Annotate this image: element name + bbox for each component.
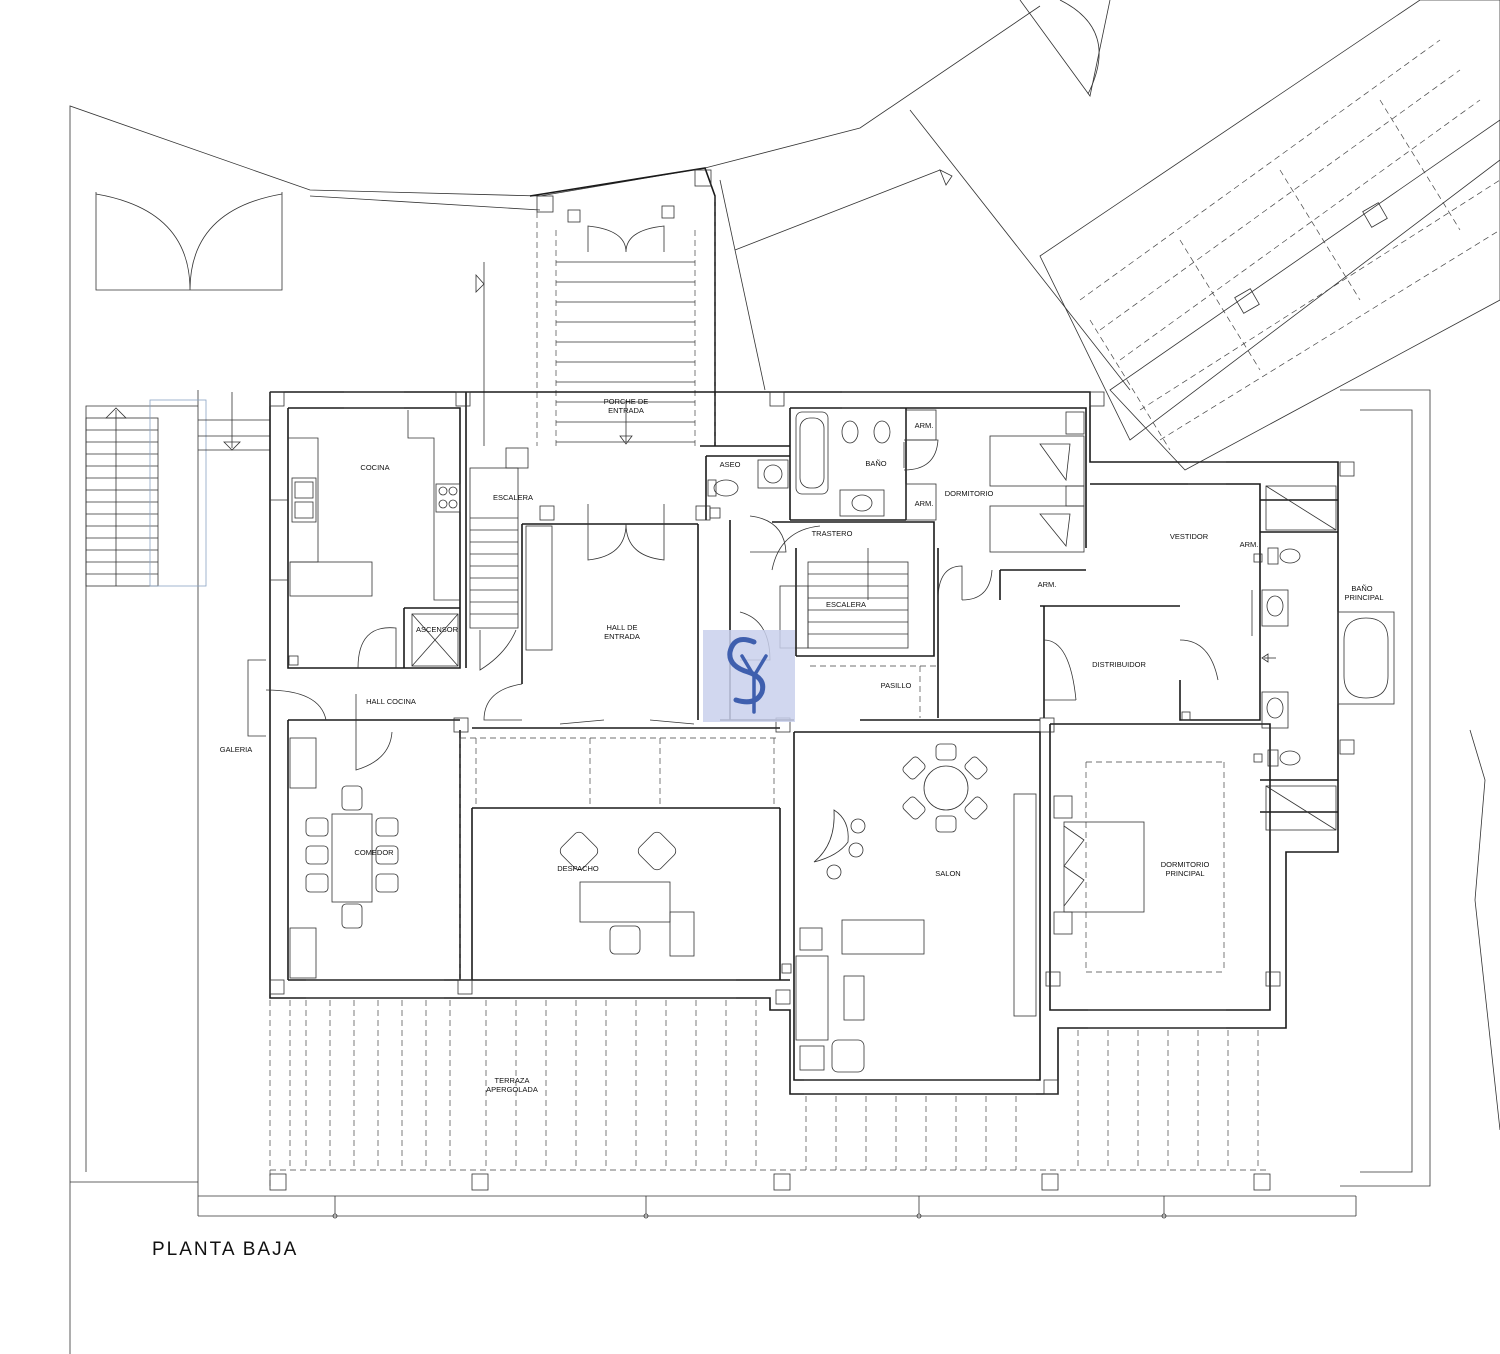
pergola-terrace <box>269 1000 1271 1219</box>
label-ascensor: ASCENSOR <box>416 625 459 634</box>
solar-panels <box>1039 0 1500 471</box>
label-vestidor: VESTIDOR <box>1170 532 1209 541</box>
bathroom-fixtures <box>707 411 1395 831</box>
main-walls <box>247 391 1355 1095</box>
main-stair <box>779 548 909 649</box>
office-furniture <box>559 831 695 957</box>
dining-furniture <box>289 737 399 979</box>
porch <box>483 167 716 446</box>
label-comedor: COMEDOR <box>354 848 394 857</box>
living-furniture <box>781 743 1037 1073</box>
label-dormitorio: DORMITORIO <box>945 489 994 498</box>
watermark-logo <box>703 630 795 722</box>
label-aseo: ASEO <box>720 460 741 469</box>
label-escalera-servicio: ESCALERA <box>493 493 533 502</box>
service-stair <box>469 447 553 651</box>
label-pasillo: PASILLO <box>881 681 912 690</box>
exterior-stair <box>85 392 270 587</box>
label-arm-1: ARM. <box>915 421 934 430</box>
label-arm-4: ARM. <box>1240 540 1259 549</box>
drawing-title: PLANTA BAJA <box>152 1239 298 1260</box>
label-galeria: GALERIA <box>220 745 253 754</box>
label-hall-cocina: HALL COCINA <box>366 697 416 706</box>
projection-lines <box>459 665 1225 980</box>
label-escalera: ESCALERA <box>826 600 866 609</box>
label-despacho: DESPACHO <box>557 864 599 873</box>
kitchen-fixtures <box>288 410 461 667</box>
label-trastero: TRASTERO <box>812 529 853 538</box>
master-bed <box>1053 795 1145 935</box>
bedroom-furniture <box>905 409 1085 553</box>
label-arm-3: ARM. <box>1038 580 1057 589</box>
label-distribuidor: DISTRIBUIDOR <box>1092 660 1146 669</box>
label-arm-2: ARM. <box>915 499 934 508</box>
windows <box>270 391 1226 1095</box>
logo-background <box>703 630 795 722</box>
label-salon: SALON <box>935 869 960 878</box>
label-bano: BAÑO <box>865 459 886 468</box>
label-cocina: COCINA <box>360 463 389 472</box>
site-boundary <box>69 0 1500 1354</box>
